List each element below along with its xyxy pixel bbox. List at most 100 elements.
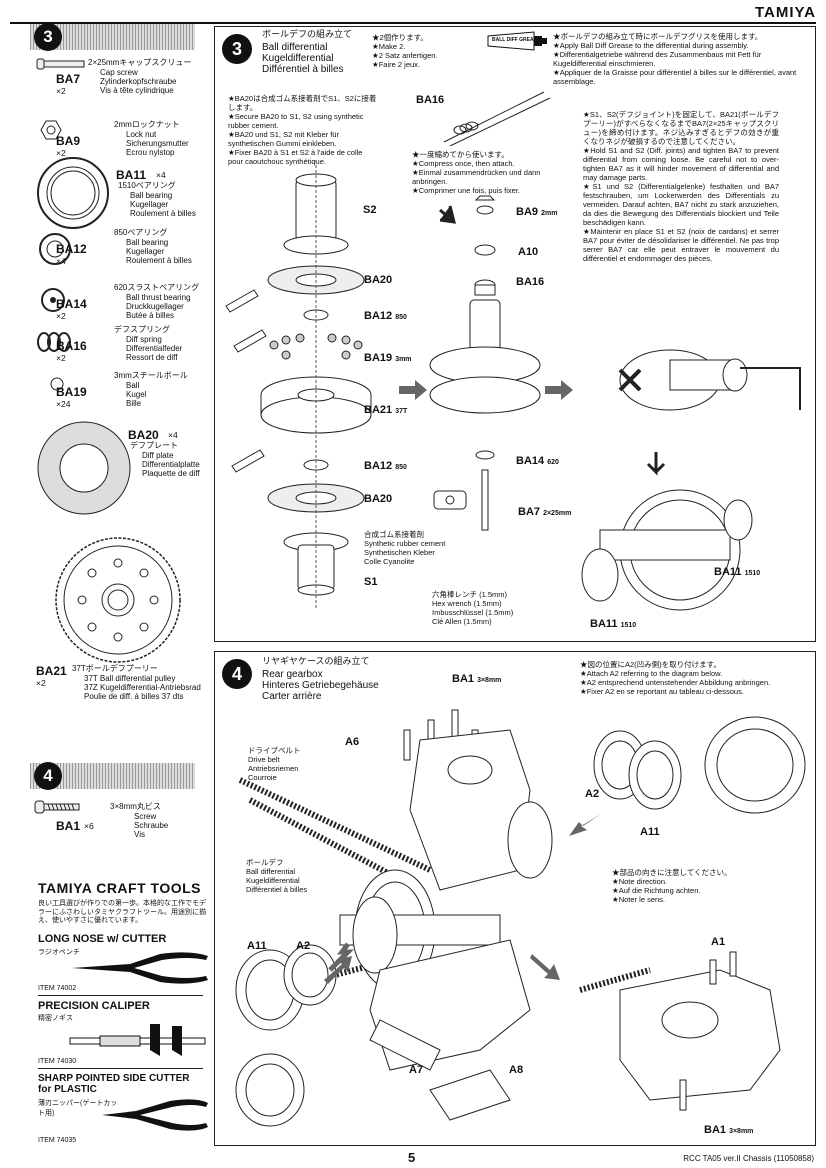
label-a1: A1 (711, 936, 726, 948)
ba1-desc-1: Screw (134, 812, 157, 821)
diff-label-en: Ball differential (246, 867, 296, 876)
part-jp: デフプレート (130, 441, 178, 450)
step4-title-jp: リヤギヤケースの組み立て (262, 656, 370, 666)
ba1-code: BA1 (56, 819, 81, 833)
step3-number: 3 (222, 34, 252, 64)
tool-cutter-name: SHARP POINTED SIDE CUTTER for PLASTIC (38, 1073, 190, 1095)
part-code: BA19 (56, 385, 87, 399)
label-ba1-top-code: BA1 (452, 673, 475, 685)
wrench-label: 六角棒レンチ (1.5mm) Hex wrench (1.5mm) Imbuss… (432, 590, 513, 626)
step3-note-compress: ★一度縮めてから使います。 ★Compress once, then attac… (412, 150, 552, 195)
brand-logo: TAMIYA (754, 4, 816, 21)
note-attach-en: ★Attach A2 referring to the diagram belo… (580, 669, 723, 678)
part-desc: Ball bearing (126, 238, 169, 247)
screw-ba1-icon (34, 800, 80, 814)
part-desc: Butée à billes (126, 311, 175, 320)
diff-label: ボールデフ Ball differential Kugeldifferentia… (246, 858, 307, 894)
part-jp: 620スラストベアリング (114, 283, 200, 292)
part-desc: Vis à tête cylindrique (100, 86, 174, 95)
note-attach-de: ★A2 entsprechend untenstehender Abbildun… (580, 678, 771, 687)
label-ba14-sub: 620 (547, 459, 559, 466)
part-jp: 850ベアリング (114, 228, 168, 237)
part-code: BA16 (56, 339, 87, 353)
grease-tube-label: BALL DIFF GREASE (492, 37, 541, 43)
label-ba19-code: BA19 (364, 352, 393, 364)
label-ba19: BA19 3mm (364, 352, 412, 364)
label-a6: A6 (345, 736, 360, 748)
wrench-label-en: Hex wrench (1.5mm) (432, 599, 502, 608)
note-grease-jp: ★ボールデフの組み立て時にボールデフグリスを使用します。 (553, 32, 763, 41)
grease-tube-icon (487, 31, 547, 51)
part-code: BA14 (56, 297, 87, 311)
label-s1: S1 (364, 576, 378, 588)
label-ba19-sub: 3mm (395, 356, 412, 363)
part-desc: Roulement à billes (126, 256, 192, 265)
part-desc: Ball bearing (130, 191, 173, 200)
label-ba9: BA9 2mm (516, 206, 557, 218)
part-desc: Differentialplatte (142, 460, 200, 469)
note-hold-jp: ★S1、S2(デフジョイント)を固定して、BA21(ボールデフプーリー)がすべら… (583, 110, 779, 146)
label-ba1-bottom: BA1 3×8mm (704, 1124, 753, 1136)
tool-divider-2 (38, 1068, 203, 1069)
tool-divider-1 (38, 995, 203, 996)
part-desc: Cap screw (100, 68, 138, 77)
note-make-en: ★Make 2. (372, 42, 406, 51)
diff-tightening-illustration (581, 349, 801, 611)
label-ba11-left: BA11 1510 (590, 618, 636, 630)
part-jp: 2×25mmキャップスクリュー (88, 58, 192, 67)
tool-caliper-name: PRECISION CALIPER (38, 1000, 150, 1012)
diff-exploded-left-illustration (225, 160, 372, 610)
label-ba9-code: BA9 (516, 206, 539, 218)
label-ba20-top: BA20 (364, 274, 393, 286)
part-desc: Ball (126, 381, 140, 390)
label-ba14-code: BA14 (516, 455, 545, 467)
step4-title-fr: Carter arrière (262, 691, 322, 702)
step3-note-cement: ★BA20は合成ゴム系接着剤でS1、S2に接着します。 ★Secure BA20… (228, 94, 378, 166)
label-a11-right: A11 (640, 826, 660, 838)
diff-label-fr: Différentiel à billes (246, 885, 308, 894)
spring-compress-illustration (443, 91, 551, 146)
label-ba16-top: BA16 (416, 94, 445, 106)
label-a7: A7 (409, 1064, 424, 1076)
note-make-de: ★2 Satz anfertigen. (372, 51, 438, 60)
label-ba11-right-sub: 1510 (744, 570, 761, 577)
part-qty: ×24 (56, 399, 71, 409)
note-cement-jp: ★BA20は合成ゴム系接着剤でS1、S2に接着します。 (228, 94, 377, 112)
label-a2-left: A2 (296, 940, 311, 952)
direction-arrow (569, 814, 601, 836)
rear-gearbox-assembled-illustration (579, 951, 781, 1111)
label-ba1-bottom-sub: 3×8mm (729, 1128, 754, 1135)
part-qty: ×2 (36, 678, 46, 688)
part-desc: Bille (126, 399, 142, 408)
ba1-qty: ×6 (84, 821, 94, 831)
footer-model: RCC TA05 ver.II Chassis (11050858) (683, 1154, 814, 1163)
part-desc: Ball thrust bearing (126, 293, 191, 302)
label-ba11-right: BA11 1510 (714, 566, 760, 578)
step3-note-grease: ★ボールデフの組み立て時にボールデフグリスを使用します。 ★Apply Ball… (553, 32, 811, 86)
tool-longnose-item: ITEM 74002 (38, 985, 77, 992)
step3-title-jp: ボールデフの組み立て (262, 29, 353, 39)
tool-cutter-jp: 薄刃ニッパー(ゲートカット用) (38, 1100, 118, 1117)
pulley-illustration (55, 537, 181, 663)
label-ba12-top-code: BA12 (364, 310, 393, 322)
part-desc: Diff plate (142, 451, 174, 460)
side-cutter-icon (102, 1099, 208, 1131)
ba1-desc-2: Schraube (134, 821, 169, 830)
note-grease-fr: ★Appliquer de la Graisse pour différenti… (553, 68, 797, 86)
note-cement-de: ★BA20 und S1, S2 mit Kleber für syntheti… (228, 130, 339, 148)
note-compress-en: ★Compress once, then attach. (412, 159, 515, 168)
part-code: BA21 (36, 664, 67, 678)
part-desc: Zylinderkopfschraube (100, 77, 177, 86)
note-compress-jp: ★一度縮めてから使います。 (412, 150, 509, 159)
cement-label-fr: Colle Cyanolite (364, 557, 415, 566)
diff-label-de: Kugeldifferential (246, 876, 300, 885)
diff-assembled-center-illustration (429, 195, 541, 531)
step3-title: Ball differential Kugeldifferential Diff… (262, 42, 344, 75)
label-ba20-bottom: BA20 (364, 493, 393, 505)
diff-label-jp: ボールデフ (246, 858, 284, 867)
part-desc: 37T Ball differential pulley (84, 674, 176, 683)
sidebar-step4-number: 4 (34, 762, 62, 790)
wrench-label-de: Imbusschlüssel (1.5mm) (432, 608, 514, 617)
note-direction-de: ★Auf die Richtung achten. (612, 886, 701, 895)
part-desc: Poulie de diff. à billes 37 dts (84, 692, 184, 701)
